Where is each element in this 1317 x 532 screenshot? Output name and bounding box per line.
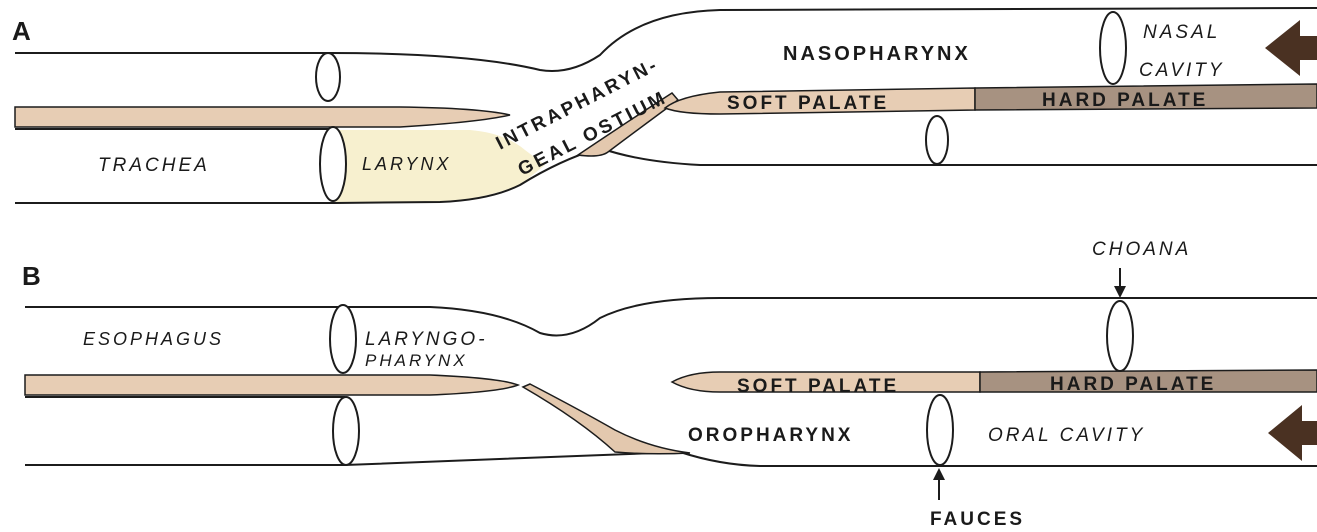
- arrow-nasal: [1265, 20, 1317, 76]
- label-soft-palate-a: SOFT PALATE: [727, 93, 889, 114]
- esophagus-ring-lower: [333, 397, 359, 465]
- larynx-tissue-b: [25, 375, 518, 395]
- label-trachea: TRACHEA: [98, 155, 210, 176]
- label-hard-palate-b: HARD PALATE: [1050, 374, 1216, 395]
- label-esophagus: ESOPHAGUS: [83, 329, 224, 349]
- choana-pointer: [1114, 268, 1126, 298]
- panel-b-letter: B: [22, 261, 41, 291]
- label-choana: CHOANA: [1092, 239, 1191, 260]
- esophagus-tissue: [15, 107, 510, 127]
- label-larynx: LARYNX: [362, 154, 451, 174]
- label-oropharynx: OROPHARYNX: [688, 425, 853, 446]
- label-fauces: FAUCES: [930, 509, 1025, 530]
- choana-ring-a: [1100, 12, 1126, 84]
- label-soft-palate-b: SOFT PALATE: [737, 376, 899, 397]
- label-nasal-line2: CAVITY: [1139, 60, 1225, 81]
- panel-a-letter: A: [12, 16, 31, 46]
- epiglottis-b: [523, 384, 690, 454]
- label-oral-cavity: ORAL CAVITY: [988, 425, 1145, 446]
- trachea-ring-lower: [320, 127, 346, 201]
- panel-a: A TRACHEA LARYNX INTRAPHARYN- GEAL OSTIU…: [12, 8, 1317, 203]
- choana-ring-b: [1107, 301, 1133, 371]
- label-laryngo-line1: LARYNGO-: [365, 329, 488, 350]
- label-hard-palate-a: HARD PALATE: [1042, 90, 1208, 111]
- arrow-oral: [1268, 405, 1317, 461]
- trachea-ring-upper: [316, 53, 340, 101]
- label-nasopharynx: NASOPHARYNX: [783, 43, 971, 65]
- fauces-ring-b: [927, 395, 953, 465]
- label-nasal-line1: NASAL: [1143, 22, 1220, 43]
- label-laryngo-line2: PHARYNX: [365, 351, 468, 370]
- panel-b: B ESOPHAGUS LARYNGO-: [22, 239, 1317, 530]
- esophagus-ring-upper: [330, 305, 356, 373]
- panel-a-lower-wall: [15, 148, 1317, 203]
- oropharynx-ring-a: [926, 116, 948, 164]
- fauces-pointer: [933, 468, 945, 500]
